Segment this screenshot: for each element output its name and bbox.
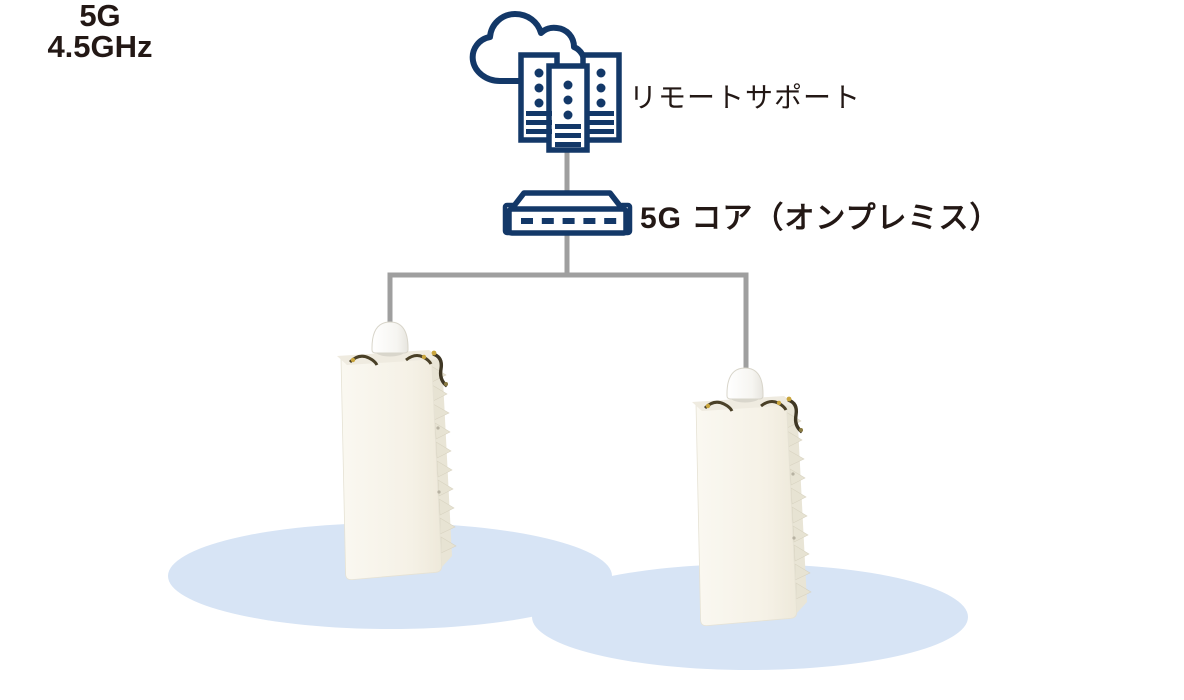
link-label-line2: 4.5GHz <box>47 29 153 64</box>
link-label-line1: 5G <box>79 0 121 33</box>
base-station-left-image <box>335 320 458 582</box>
core-label: 5G コア（オンプレミス） <box>640 202 1001 235</box>
network-switch-icon <box>502 190 633 236</box>
remote-support-label: リモートサポート <box>629 82 862 113</box>
cloud-servers-icon <box>469 11 622 153</box>
base-station-right-image <box>690 366 813 628</box>
link-frequency-label: 5G 4.5GHz <box>0 0 200 62</box>
connector-lines <box>387 140 749 380</box>
